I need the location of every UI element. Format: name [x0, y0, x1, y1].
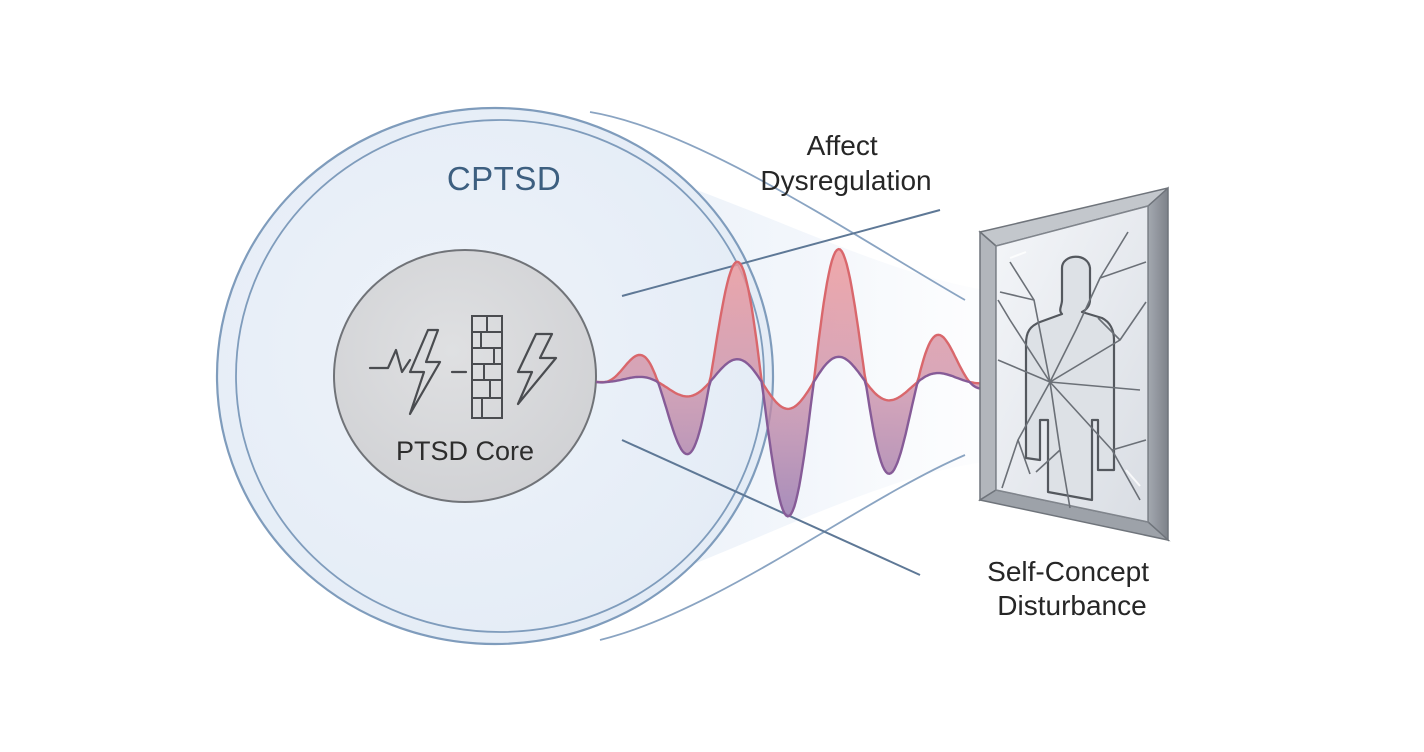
self-concept-label-line-2: Disturbance [997, 590, 1146, 621]
shattered-mirror-person-icon [978, 186, 1171, 542]
core-circle-ptsd: PTSD Core [333, 249, 597, 503]
leader-lines [621, 209, 941, 576]
wave-upper-line [596, 247, 1022, 411]
affect-wave [595, 247, 1022, 518]
affect-label-line-1: Affect [807, 130, 878, 161]
cptsd-label: CPTSD [447, 160, 561, 197]
ptsd-core-label: PTSD Core [396, 436, 534, 466]
lightning-bolt-icon [516, 332, 558, 406]
affect-dysregulation-label: Affect Dysregulation [760, 130, 931, 196]
self-concept-label-line-1: Self-Concept [987, 556, 1149, 587]
self-concept-disturbance-label: Self-Concept Disturbance [987, 556, 1157, 621]
affect-label-line-2: Dysregulation [760, 165, 931, 196]
pulse-lightning-icon [368, 328, 468, 416]
block-column-icon [471, 315, 503, 419]
wave-lower-line [595, 355, 1022, 518]
